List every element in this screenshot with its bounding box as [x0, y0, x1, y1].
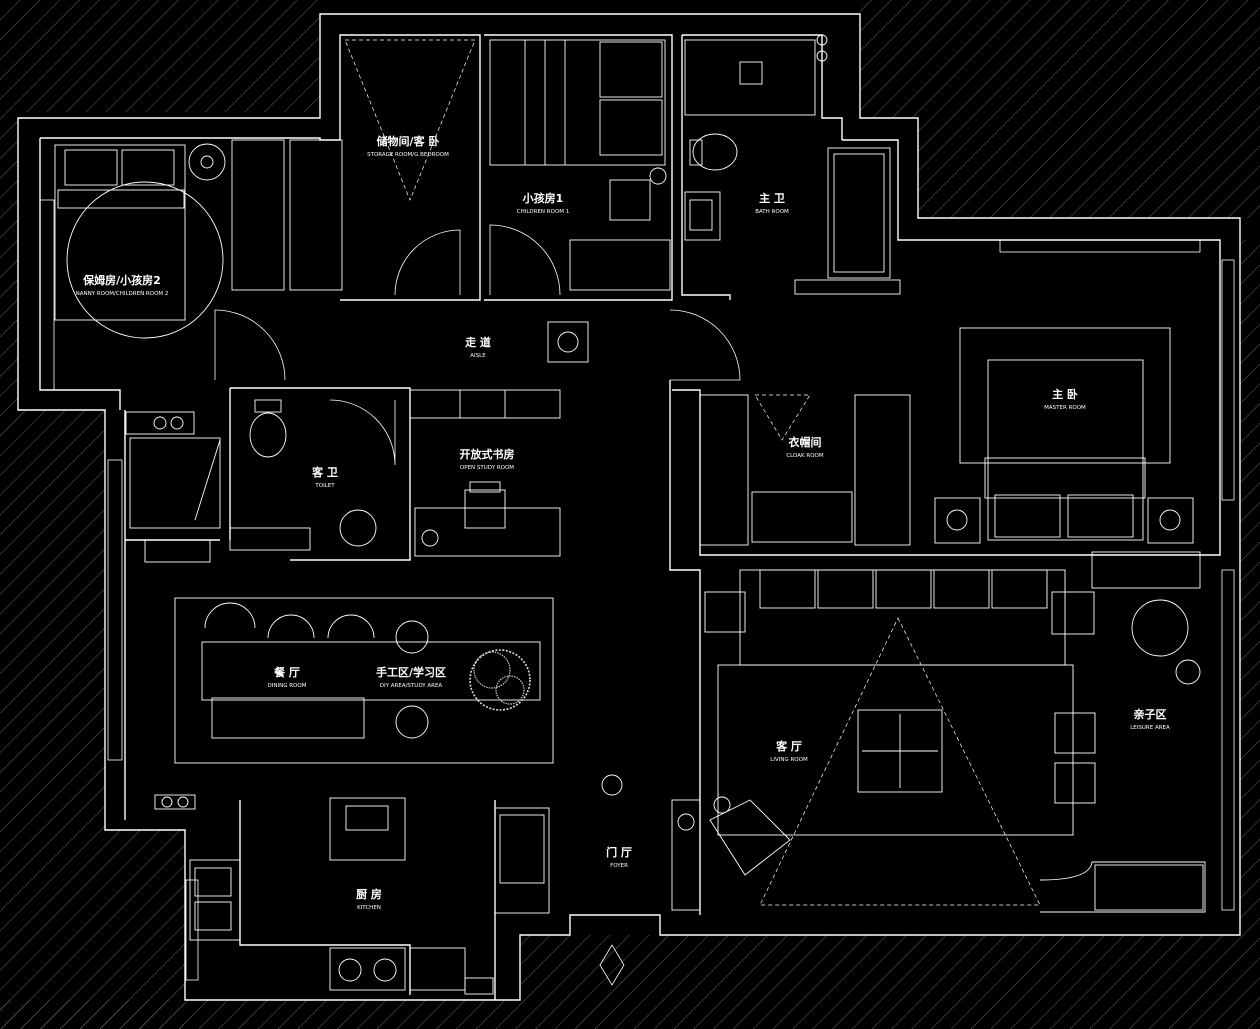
nanny-room-label: 保姆房/小孩房2 [82, 273, 161, 287]
cloak-room-label: 衣帽间 [789, 435, 822, 449]
study-room-label: 开放式书房 [460, 447, 515, 461]
dining-furniture [174, 597, 554, 764]
kitchen-furniture [154, 794, 494, 995]
bath-room-label: 主 卫 [759, 191, 785, 205]
living-room-label: 客 厅 [775, 739, 802, 753]
living-room-furniture [671, 569, 1095, 911]
leisure-area-furniture [1039, 551, 1206, 913]
bath-room-label-en: BATH ROOM [755, 209, 789, 215]
nanny-room-label-en: NANNY ROOM/CHILDREN ROOM 2 [76, 291, 169, 297]
foyer-furniture [494, 774, 625, 986]
room-labels: 保姆房/小孩房2 NANNY ROOM/CHILDREN ROOM 2 储物间/… [76, 134, 1170, 911]
children-room-furniture [489, 39, 671, 296]
plant-icon [469, 649, 531, 711]
toilet-furniture [125, 399, 396, 563]
aisle-label-en: AISLE [470, 353, 486, 359]
master-room-furniture [934, 327, 1194, 544]
nanny-room-furniture [54, 139, 343, 381]
foyer-label: 门 厅 [606, 845, 632, 859]
children-room-label-en: CHILDREN ROOM 1 [517, 209, 570, 215]
foyer-label-en: FOYER [610, 863, 628, 869]
toilet-label-en: TOILET [314, 483, 335, 489]
study-furniture [409, 389, 561, 557]
storage-room-furniture [344, 39, 476, 296]
cloak-room-furniture [699, 394, 911, 546]
toilet-label: 客 卫 [311, 465, 338, 479]
storage-room-label-en: STORAGE ROOM/G.BEDROOM [367, 152, 449, 158]
bath-room-furniture [684, 34, 901, 295]
storage-room-label: 储物间/客 卧 [377, 134, 440, 148]
kitchen-label-en: KITCHEN [357, 905, 381, 911]
aisle-label: 走 道 [464, 335, 491, 349]
master-room-label-en: MASTER ROOM [1044, 405, 1086, 411]
dining-room-label-en: DINING ROOM [268, 683, 307, 689]
master-room-label: 主 卧 [1052, 387, 1078, 401]
diy-area-label: 手工区/学习区 [376, 665, 446, 679]
diy-area-label-en: DIY AREA/STUDY AREA [380, 683, 443, 689]
windows [39, 199, 1235, 981]
study-room-label-en: OPEN STUDY ROOM [460, 465, 514, 471]
dining-room-label: 餐 厅 [273, 665, 300, 679]
children-room-label: 小孩房1 [522, 191, 564, 205]
kitchen-label: 厨 房 [356, 887, 382, 901]
living-room-label-en: LIVING ROOM [770, 757, 808, 763]
aisle-decor [547, 309, 741, 381]
leisure-area-label: 亲子区 [1134, 707, 1167, 721]
leisure-area-label-en: LEISURE AREA [1130, 725, 1170, 731]
cloak-room-label-en: CLOAK ROOM [786, 453, 824, 459]
